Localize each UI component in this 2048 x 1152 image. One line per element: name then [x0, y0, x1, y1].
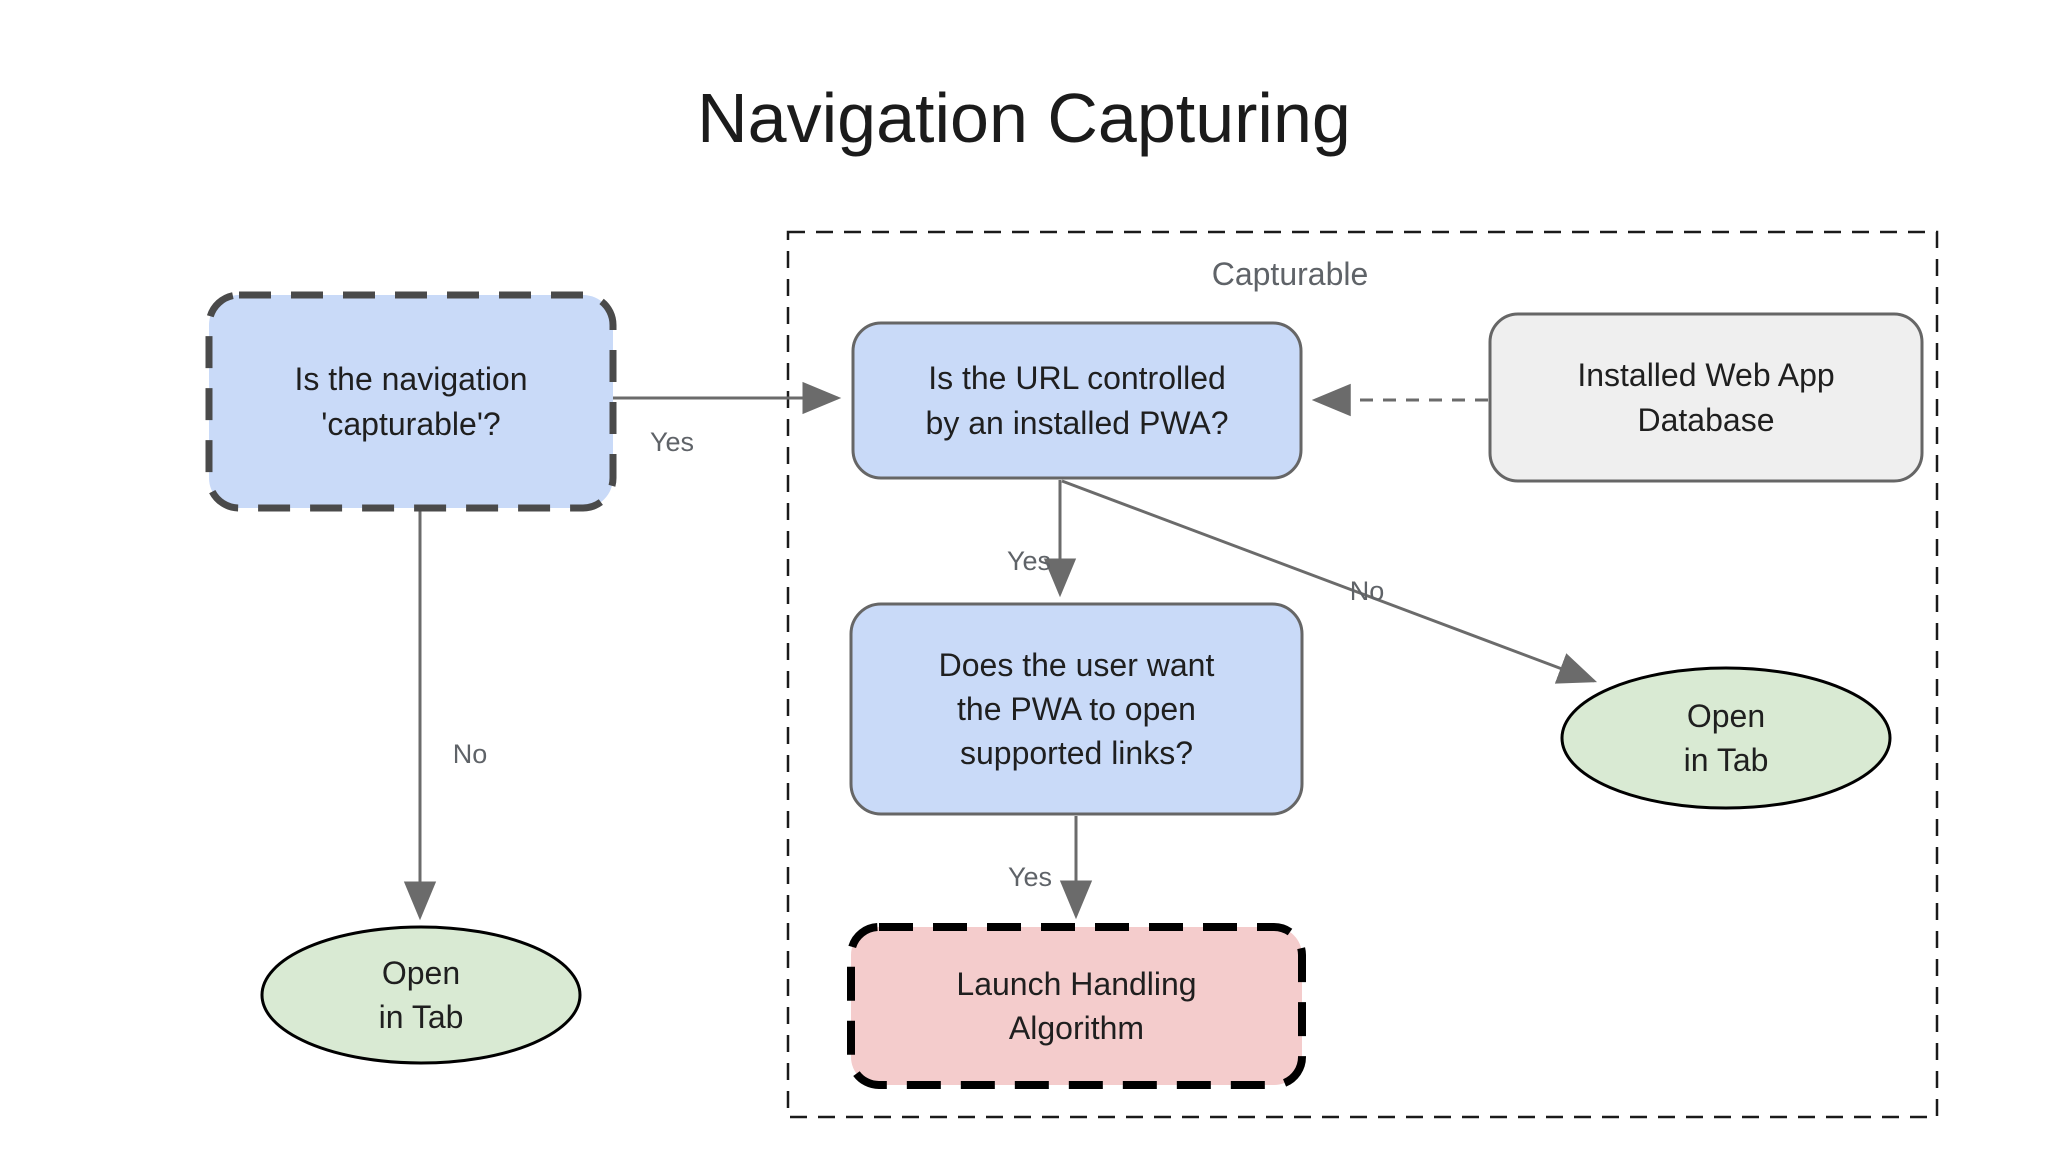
node-database-label: Installed Web App Database: [1577, 357, 1835, 438]
node-url-controlled-label: Is the URL controlled by an installed PW…: [925, 360, 1229, 441]
edge-capturable-yes-label: Yes: [649, 426, 695, 457]
node-open-in-tab-left-shape: [260, 925, 582, 1065]
node-open-in-tab-right-shape: [1560, 666, 1892, 810]
node-user-want-label: Does the user want the PWA to open suppo…: [938, 646, 1215, 772]
node-launch-handling-shape: [847, 923, 1306, 1089]
node-capturable-question-label: Is the navigation 'capturable'?: [294, 361, 528, 442]
edge-capturable-no-label: No: [452, 738, 488, 769]
node-database-shape: [1488, 312, 1924, 483]
edge-url-no-line: [1061, 479, 1598, 684]
edge-url-no-label: No: [1349, 575, 1385, 606]
node-capturable-question-shape: [205, 291, 617, 512]
edge-user-yes-label: Yes: [1007, 861, 1053, 892]
node-open-in-tab-right-label: Open in Tab: [1683, 697, 1769, 778]
node-open-in-tab-left-label: Open in Tab: [378, 954, 464, 1035]
page-title: Navigation Capturing: [697, 79, 1351, 157]
capturable-group-label: Capturable: [1211, 256, 1369, 292]
node-user-want-shape: [849, 602, 1304, 816]
edge-url-yes-label: Yes: [1006, 545, 1052, 576]
capturable-group-border: [786, 230, 1939, 1119]
node-url-controlled-shape: [851, 321, 1303, 480]
node-launch-handling-label: Launch Handling Algorithm: [956, 965, 1197, 1046]
